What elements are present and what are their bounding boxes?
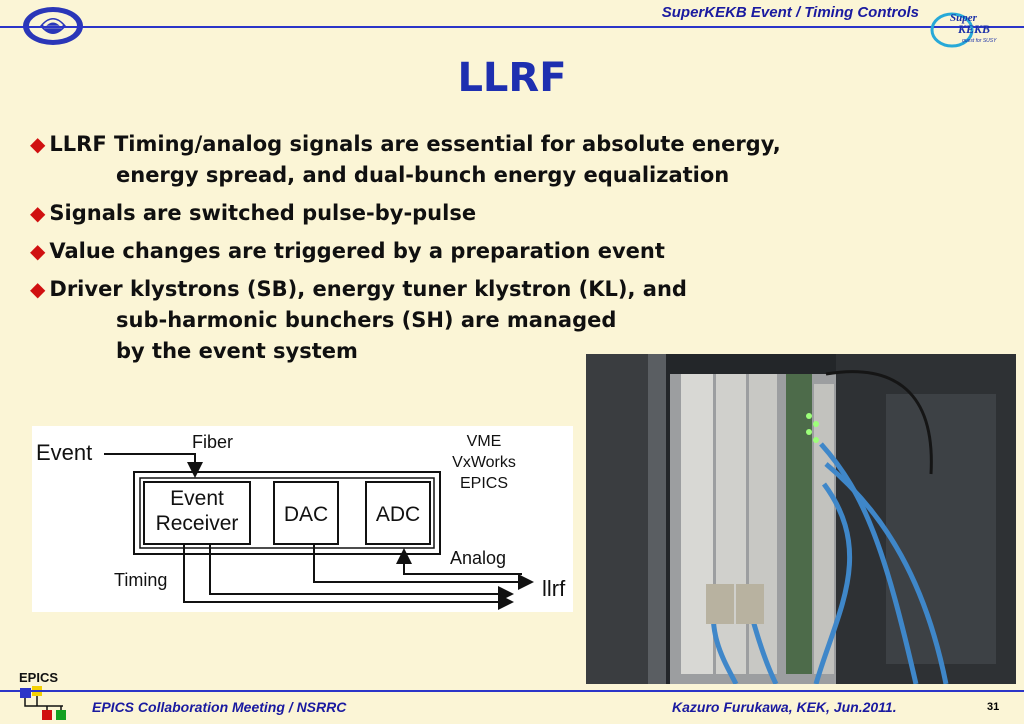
- footer-divider: [0, 690, 1024, 692]
- dac-label: DAC: [284, 503, 328, 526]
- diamond-bullet-icon: ◆: [30, 239, 46, 263]
- adc-label: ADC: [376, 503, 420, 526]
- bullet-text: by the event system: [116, 339, 358, 363]
- llrf-label: llrf: [542, 576, 566, 601]
- logo-text-super: Super: [950, 12, 978, 24]
- header-divider: [0, 26, 1024, 28]
- event-label: Event: [36, 440, 92, 465]
- logo-text-tagline: quest for SUSY: [962, 38, 997, 44]
- dac-box: [273, 481, 339, 545]
- bullet-text: energy spread, and dual-bunch energy equ…: [116, 163, 730, 187]
- diamond-bullet-icon: ◆: [30, 277, 46, 301]
- fiber-label: Fiber: [192, 432, 233, 452]
- diamond-bullet-icon: ◆: [30, 201, 46, 225]
- epics-label: EPICS: [19, 670, 59, 685]
- receiver-label: Receiver: [156, 512, 239, 535]
- vme-label: VME: [467, 433, 502, 450]
- bullet-text: LLRF Timing/analog signals are essential…: [49, 132, 781, 156]
- bullet-text: Signals are switched pulse-by-pulse: [49, 201, 477, 225]
- header-title: SuperKEKB Event / Timing Controls: [661, 4, 919, 21]
- analog-label: Analog: [450, 548, 506, 568]
- epics-label: EPICS: [460, 475, 508, 492]
- timing-label: Timing: [114, 570, 167, 590]
- bullet-text: sub-harmonic bunchers (SH) are managed: [116, 308, 617, 332]
- bullet-item: ◆Signals are switched pulse-by-pulse: [30, 198, 476, 229]
- diamond-bullet-icon: ◆: [30, 132, 46, 156]
- receiver-label: Event: [170, 487, 224, 510]
- llrf-block-diagram: Event Receiver DAC ADC Event Fiber VME V…: [32, 426, 573, 612]
- bullet-text: Driver klystrons (SB), energy tuner klys…: [49, 277, 687, 301]
- logo-text-kekb: KEKB: [957, 22, 990, 36]
- vxworks-label: VxWorks: [452, 454, 516, 471]
- bullet-text: Value changes are triggered by a prepara…: [49, 239, 665, 263]
- bullet-item: ◆Driver klystrons (SB), energy tuner kly…: [30, 274, 687, 367]
- vme-crate-photo: [586, 354, 1016, 684]
- adc-box: [365, 481, 431, 545]
- slide-title: LLRF: [457, 55, 567, 101]
- page-number: 31: [987, 701, 1000, 713]
- bullet-item: ◆Value changes are triggered by a prepar…: [30, 236, 665, 267]
- footer-right-text: Kazuro Furukawa, KEK, Jun.2011.: [672, 699, 897, 715]
- footer-left-text: EPICS Collaboration Meeting / NSRRC: [92, 699, 347, 715]
- bullet-item: ◆LLRF Timing/analog signals are essentia…: [30, 129, 781, 191]
- event-receiver-box: [143, 481, 251, 545]
- superkekb-logo-icon: Super KEKB quest for SUSY: [930, 12, 997, 48]
